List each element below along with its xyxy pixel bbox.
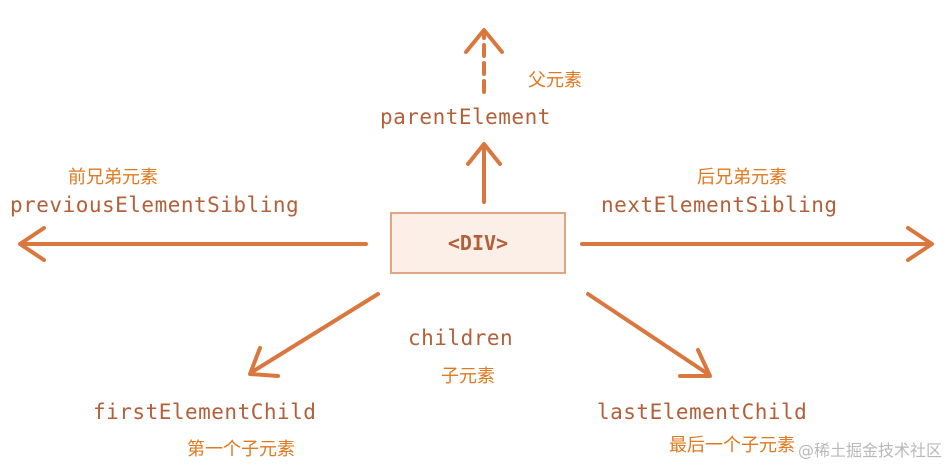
first-cn-label: 第一个子元素 <box>187 439 295 460</box>
last-cn-label: 最后一个子元素 <box>669 435 795 456</box>
children-prop-label: children <box>408 326 514 350</box>
parent-cn-label: 父元素 <box>528 70 582 91</box>
prev-prop-label: previousElementSibling <box>10 193 300 217</box>
children-cn-label: 子元素 <box>441 366 495 387</box>
previous-sibling-arrow <box>18 226 368 262</box>
last-child-arrow <box>586 292 712 378</box>
dashed-up-arrow <box>464 28 504 94</box>
last-prop-label: lastElementChild <box>597 400 808 424</box>
div-node: <DIV> <box>390 212 566 274</box>
next-prop-label: nextElementSibling <box>601 193 838 217</box>
first-child-arrow <box>248 292 380 378</box>
watermark: @稀土掘金技术社区 <box>797 441 942 460</box>
next-sibling-arrow <box>580 226 934 262</box>
parent-arrow <box>466 142 502 204</box>
first-prop-label: firstElementChild <box>93 400 317 424</box>
div-node-label: <DIV> <box>447 231 509 255</box>
next-cn-label: 后兄弟元素 <box>697 167 787 188</box>
parent-prop-label: parentElement <box>380 105 551 129</box>
prev-cn-label: 前兄弟元素 <box>68 167 158 188</box>
